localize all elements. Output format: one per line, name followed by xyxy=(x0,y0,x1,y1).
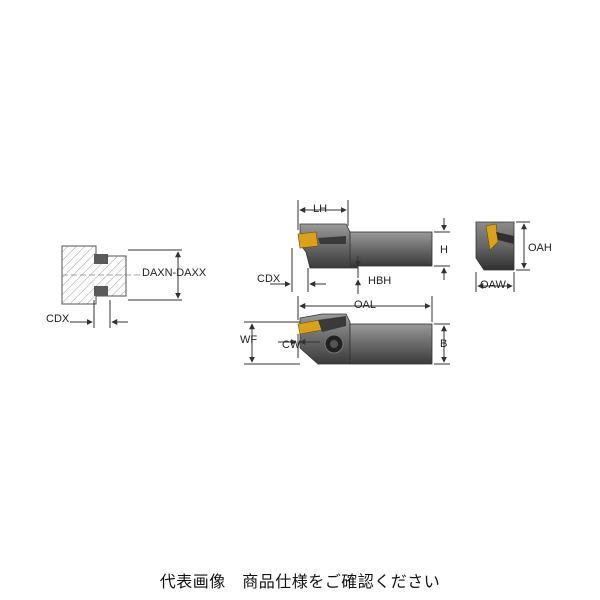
h-label: H xyxy=(440,244,448,256)
tool-end-view: OAH OAW xyxy=(475,221,552,292)
clamp-end xyxy=(496,232,514,244)
insert-top xyxy=(297,231,319,249)
daxn-daxx-label: DAXN-DAXX xyxy=(142,267,207,279)
oah-label: OAH xyxy=(528,242,552,254)
workpiece-section-view: DAXN-DAXX CDX xyxy=(46,245,207,328)
tool-shank-side xyxy=(349,323,433,365)
cdx-top-label: CDX xyxy=(257,273,281,285)
cdx-left-label: CDX xyxy=(46,313,70,325)
b-label: B xyxy=(440,338,447,350)
clamp-side xyxy=(318,316,346,332)
insert-end xyxy=(485,223,499,251)
groove-lower xyxy=(94,286,108,296)
tool-side-view: OAL B WF CW xyxy=(240,296,450,365)
wf-label: WF xyxy=(240,334,257,346)
hbh-label: HBH xyxy=(368,275,391,287)
clamp-top xyxy=(318,236,346,244)
lh-label: LH xyxy=(313,203,327,215)
tool-top-view: LH H CDX HBH xyxy=(257,200,450,294)
representative-image-caption: 代表画像 商品仕様をご確認ください xyxy=(159,572,441,591)
cw-label: CW xyxy=(282,339,301,351)
oaw-label: OAW xyxy=(480,279,506,291)
tool-shank-top xyxy=(349,231,433,267)
oal-label: OAL xyxy=(354,299,376,311)
groove-upper xyxy=(94,254,108,264)
